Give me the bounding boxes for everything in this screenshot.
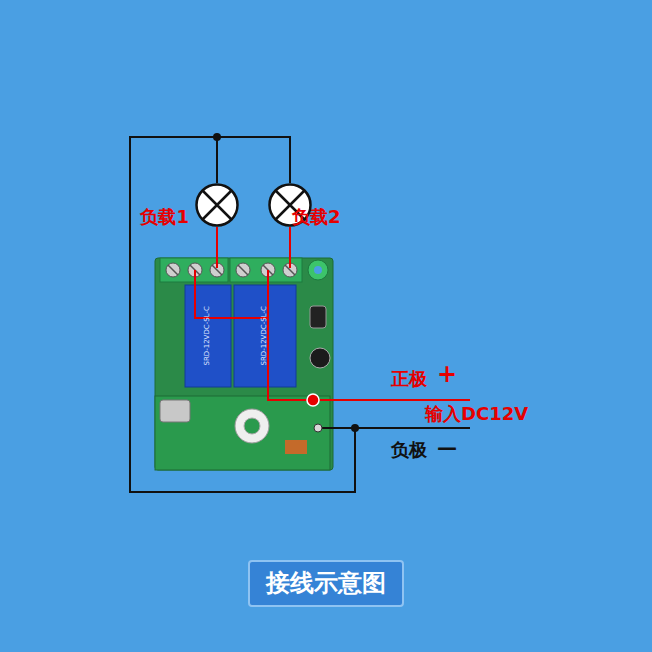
relay <box>234 285 296 387</box>
relay-marking: SRD-12VDC-SL-C <box>204 306 212 365</box>
mounting-hole <box>308 260 328 280</box>
negative-wire <box>130 137 355 492</box>
input-voltage-label: 输入DC12V <box>425 404 528 424</box>
receiver-module <box>155 396 330 470</box>
lamp-cross <box>203 191 232 220</box>
polarity-label: 负极 <box>391 440 427 460</box>
electrolytic-capacitor <box>310 348 330 368</box>
crystal <box>160 400 190 422</box>
load-wire <box>289 227 291 268</box>
negative-wire <box>318 427 470 429</box>
mounting-hole <box>314 266 322 274</box>
lamp-circle <box>197 185 238 226</box>
lamp-symbol <box>195 183 239 227</box>
antenna-coil <box>235 409 269 443</box>
positive-wire <box>268 270 470 400</box>
plus-sign: + <box>437 361 457 387</box>
terminal-dot <box>307 394 319 406</box>
terminal-dot <box>314 424 322 432</box>
screw-slots <box>168 265 295 275</box>
load-wire <box>216 227 218 268</box>
capacitor <box>310 306 326 328</box>
terminal-screws <box>166 263 297 277</box>
parallel-wire <box>217 137 290 183</box>
lamp-load: 负载1 <box>195 183 239 227</box>
load-label: 负载2 <box>292 207 341 227</box>
load-label: 负载1 <box>140 207 189 227</box>
pcb-board <box>155 258 333 470</box>
relay-marking: SRD-12VDC-SL-C <box>261 306 269 365</box>
junction-dot <box>351 424 359 432</box>
terminal-block <box>230 258 302 282</box>
minus-sign: — <box>437 436 457 458</box>
diagram-title: 接线示意图 <box>248 560 404 607</box>
lamp-load: 负载2 <box>268 183 312 227</box>
relay <box>185 285 231 387</box>
inductor <box>285 440 307 454</box>
antenna-coil <box>244 418 260 434</box>
polarity-label: 正极 <box>391 369 427 389</box>
